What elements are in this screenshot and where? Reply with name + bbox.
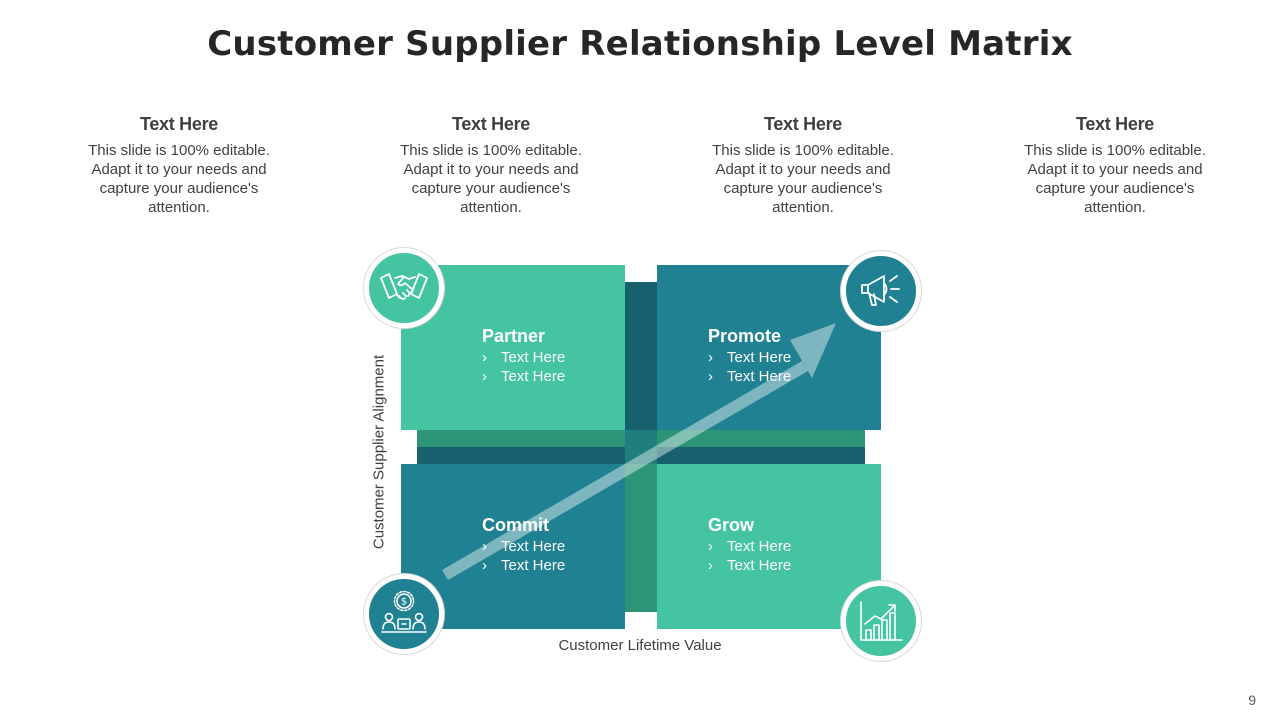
column-heading: Text Here — [451, 114, 530, 134]
text-column-3: Text Here This slide is 100% editable. A… — [703, 114, 903, 217]
x-axis-label: Customer Lifetime Value — [558, 637, 722, 654]
column-heading: Text Here — [139, 114, 218, 134]
quadrant-item: ›Text Here — [708, 368, 792, 385]
quadrant-partner: Partner ›Text Here ›Text Here — [401, 265, 625, 430]
column-body: This slide is 100% editable. Adapt it to… — [1024, 142, 1206, 216]
quadrant-item: ›Text Here — [708, 538, 792, 555]
team-money-icon: $ — [364, 574, 444, 654]
quadrant-item: ›Text Here — [482, 557, 566, 574]
slide-title: Customer Supplier Relationship Level Mat… — [207, 24, 1073, 64]
text-column-1: Text Here This slide is 100% editable. A… — [79, 114, 279, 217]
vertical-band-upper — [625, 282, 657, 430]
column-heading: Text Here — [1075, 114, 1154, 134]
column-body: This slide is 100% editable. Adapt it to… — [400, 142, 582, 216]
growth-chart-icon — [841, 581, 921, 661]
quadrant-title: Partner — [482, 326, 546, 346]
quadrant-title: Promote — [708, 326, 782, 346]
text-column-2: Text Here This slide is 100% editable. A… — [391, 114, 591, 217]
quadrant-item: ›Text Here — [482, 368, 566, 385]
column-heading: Text Here — [763, 114, 842, 134]
quadrant-item: ›Text Here — [708, 557, 792, 574]
quadrant-grow: Grow ›Text Here ›Text Here — [657, 464, 881, 629]
quadrant-title: Commit — [482, 515, 549, 535]
text-column-4: Text Here This slide is 100% editable. A… — [1015, 114, 1215, 217]
y-axis-label: Customer Supplier Alignment — [370, 354, 388, 550]
handshake-icon — [364, 248, 444, 328]
center-joint — [625, 430, 657, 464]
megaphone-icon — [841, 251, 921, 331]
vertical-band-lower — [625, 464, 657, 612]
svg-text:$: $ — [401, 597, 407, 608]
column-body: This slide is 100% editable. Adapt it to… — [712, 142, 894, 216]
quadrant-item: ›Text Here — [708, 349, 792, 366]
quadrant-item: ›Text Here — [482, 538, 566, 555]
quadrant-item: ›Text Here — [482, 349, 566, 366]
page-number: 9 — [1248, 692, 1256, 708]
column-body: This slide is 100% editable. Adapt it to… — [88, 142, 270, 216]
quadrant-title: Grow — [708, 515, 755, 535]
